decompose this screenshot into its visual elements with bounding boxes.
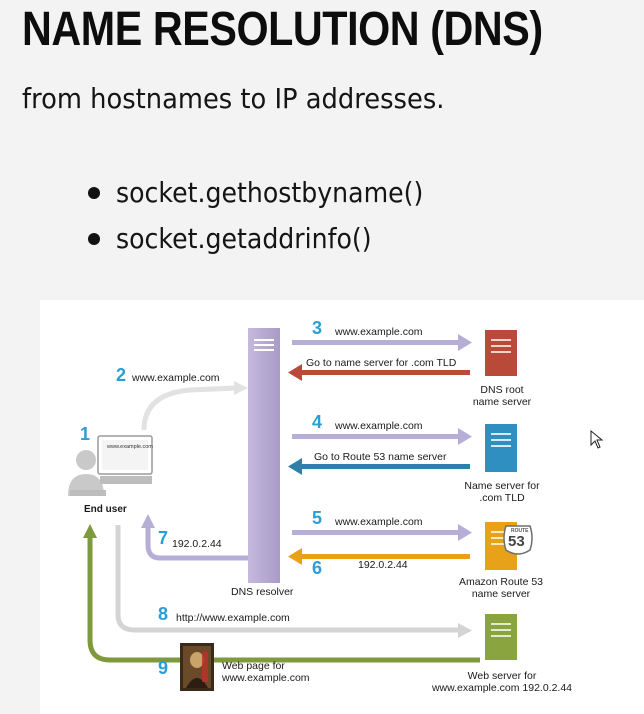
dns-diagram-graphics — [68, 328, 533, 691]
mouse-cursor-icon — [590, 430, 604, 449]
arrow-step-5 — [292, 524, 472, 541]
web-server-label: Web server for www.example.com 192.0.2.4… — [431, 670, 573, 694]
step-number-4: 4 — [312, 412, 323, 432]
message-step-3-reply: Go to name server for .com TLD — [306, 357, 457, 369]
message-step-3: www.example.com — [335, 326, 423, 338]
web-server-icon — [485, 614, 517, 660]
step-number-1: 1 — [80, 424, 91, 444]
slide-subtitle: from hostnames to IP addresses. — [22, 82, 445, 115]
bullet-dot-icon — [88, 187, 100, 199]
route53-label: Amazon Route 53 name server — [458, 576, 544, 600]
web-page-thumbnail-icon — [180, 643, 214, 691]
message-step-4-reply: Go to Route 53 name server — [314, 451, 447, 463]
dns-root-server-icon — [485, 330, 517, 376]
arrow-step-6 — [288, 548, 470, 565]
step-number-6: 6 — [312, 558, 323, 578]
end-user-label: End user — [84, 504, 127, 515]
message-step-7: 192.0.2.44 — [172, 538, 222, 550]
arrow-step-3 — [292, 334, 472, 351]
arrow-step-7 — [145, 526, 248, 561]
step-number-3: 3 — [312, 318, 323, 338]
route53-badge-top: ROUTE — [511, 528, 529, 534]
bullet-list: socket.gethostbyname() socket.getaddrinf… — [88, 176, 457, 268]
dns-root-label: DNS root name server — [472, 384, 532, 408]
step-number-7: 7 — [158, 528, 169, 548]
message-step-8: http://www.example.com — [176, 612, 290, 624]
step-number-2: 2 — [116, 365, 127, 385]
tld-server-label: Name server for .com TLD — [464, 480, 540, 504]
dns-resolver-bar — [248, 328, 280, 583]
message-step-4: www.example.com — [335, 420, 423, 432]
bullet-item: socket.getaddrinfo() — [88, 222, 457, 268]
message-step-5: www.example.com — [335, 516, 423, 528]
end-user-screen-text: www.example.com — [107, 444, 153, 450]
dns-resolver-label: DNS resolver — [231, 586, 294, 598]
arrow-step-9 — [87, 536, 480, 663]
web-page-label: Web page for www.example.com — [222, 660, 310, 684]
step-number-8: 8 — [158, 604, 169, 624]
step-number-5: 5 — [312, 508, 323, 528]
arrow-step-8 — [115, 525, 460, 633]
message-step-6: 192.0.2.44 — [358, 559, 408, 571]
step-number-9: 9 — [158, 658, 169, 678]
route53-shield-icon — [503, 525, 533, 555]
tld-server-icon — [485, 424, 517, 472]
bullet-item: socket.gethostbyname() — [88, 176, 457, 222]
arrow-step-2 — [141, 385, 237, 431]
dns-diagram: 3 2 1 4 5 6 7 8 9 www.example.com Go to … — [40, 300, 644, 714]
arrow-step-4 — [292, 428, 472, 445]
arrow-step-4-reply — [288, 458, 470, 475]
end-user-icon — [68, 435, 153, 496]
route53-badge-number: 53 — [508, 533, 525, 550]
bullet-dot-icon — [88, 233, 100, 245]
arrow-step-3-reply — [288, 364, 470, 381]
message-step-2: www.example.com — [132, 372, 220, 384]
resolver-lines-icon — [254, 339, 274, 351]
slide-title: NAME RESOLUTION (DNS) — [22, 3, 543, 56]
